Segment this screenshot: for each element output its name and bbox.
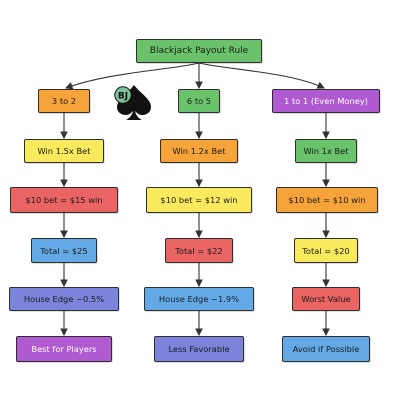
col3-step-1-box: Win 1x Bet	[295, 139, 357, 163]
col2-header-box: 6 to 5	[178, 89, 220, 113]
col3-step-5-box: Avoid if Possible	[282, 336, 370, 362]
root-to-col1-arrow	[64, 62, 200, 90]
col2-step-3-box: Total = $22	[165, 238, 233, 263]
root-title-box: Blackjack Payout Rule	[136, 39, 262, 63]
col2-step-4-box: House Edge ~1.9%	[144, 287, 254, 311]
col3-step-2-box: $10 bet = $10 win	[276, 187, 378, 213]
col2-step-2-box: $10 bet = $12 win	[146, 187, 252, 213]
spade-logo-icon: BJ	[114, 85, 151, 120]
col1-header-box: 3 to 2	[38, 89, 90, 113]
col1-step-1-box: Win 1.5x Bet	[24, 139, 104, 163]
root-to-col3-arrow	[198, 62, 325, 89]
logo-text: BJ	[118, 92, 128, 102]
col2-step-1-box: Win 1.2x Bet	[160, 139, 238, 163]
col1-step-2-box: $10 bet = $15 win	[10, 187, 118, 213]
col1-step-4-box: House Edge ~0.5%	[9, 287, 119, 311]
col2-step-5-box: Less Favorable	[154, 336, 244, 362]
col3-header-box: 1 to 1 (Even Money)	[272, 89, 380, 113]
col3-step-3-box: Total = $20	[294, 238, 358, 263]
col1-step-3-box: Total = $25	[31, 238, 97, 263]
col1-step-5-box: Best for Players	[16, 336, 112, 362]
col3-step-4-box: Worst Value	[292, 287, 360, 311]
